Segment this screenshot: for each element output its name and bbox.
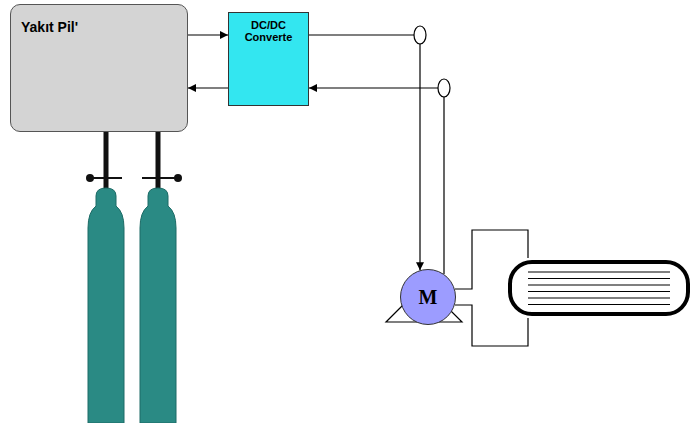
terminal: [438, 79, 450, 97]
tread-line: [528, 278, 670, 279]
wheel: [510, 262, 688, 314]
converter-box: DC/DC Converte: [228, 12, 309, 106]
tread-line: [528, 284, 670, 285]
gas-pipe: [106, 130, 158, 195]
connector: [188, 34, 228, 35]
fuel-cell-box: Yakıt Pil': [10, 4, 188, 132]
tread-line: [528, 291, 670, 292]
node-label: M: [419, 286, 438, 309]
connector: [309, 88, 444, 274]
valve: [90, 177, 178, 179]
terminal: [414, 26, 426, 44]
node-label: Yakıt Pil': [21, 19, 177, 35]
valve-knob: [174, 174, 182, 182]
node-label: DC/DC Converte: [233, 19, 304, 43]
wheel-tread: [528, 272, 670, 305]
tread-line: [528, 304, 670, 305]
valve-knob: [86, 174, 94, 182]
tread-line: [528, 297, 670, 298]
connector: [309, 35, 420, 270]
connector: [188, 87, 228, 88]
gas-cylinder: [88, 188, 176, 423]
tread-line: [528, 271, 670, 272]
motor-circle: M: [400, 269, 456, 325]
